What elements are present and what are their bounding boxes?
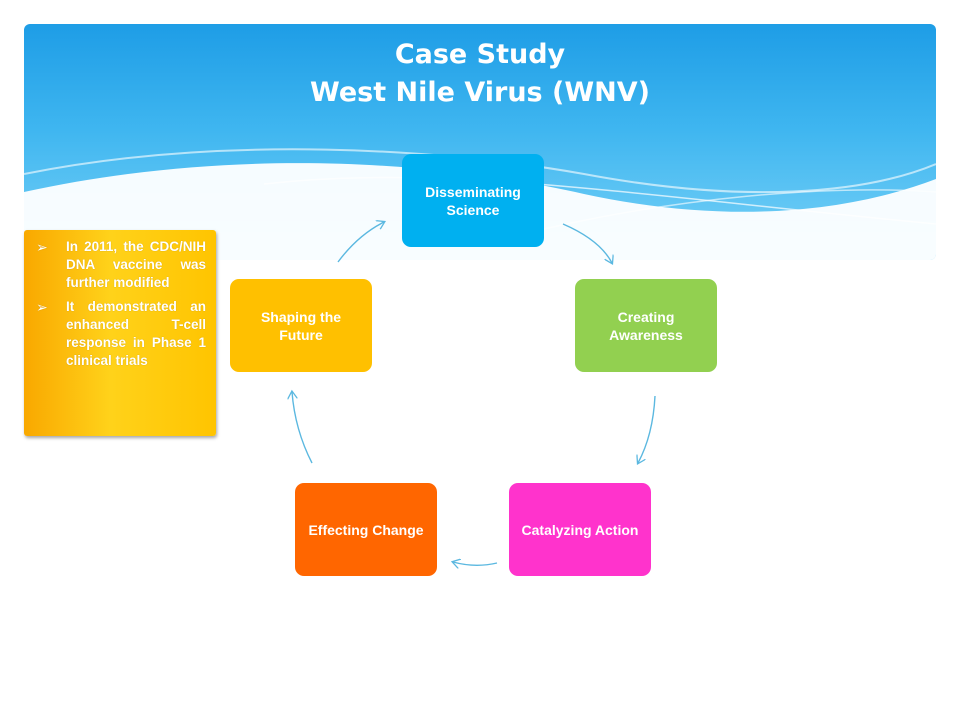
arrow-change-to-future [292,392,313,464]
node-catalyzing-action: Catalyzing Action [509,483,651,576]
vaccine-callout-box: ➢ In 2011, the CDC/NIH DNA vaccine was f… [24,230,216,436]
node-creating-awareness: Creating Awareness [575,279,717,372]
node-label: Disseminating Science [425,183,521,218]
node-shaping-the-future: Shaping the Future [230,279,372,372]
list-item: ➢ In 2011, the CDC/NIH DNA vaccine was f… [36,238,206,292]
arrow-action-to-change [453,562,498,565]
node-effecting-change: Effecting Change [295,483,437,576]
callout-bullet-text: In 2011, the CDC/NIH DNA vaccine was fur… [66,239,206,290]
page-title-line1: Case Study [394,39,566,70]
arrow-future-to-science [337,222,384,263]
node-label: Catalyzing Action [521,521,639,538]
page-title: Case Study West Nile Virus (WNV) [0,36,960,112]
arrow-science-to-awareness [562,223,612,263]
page-title-line2: West Nile Virus (WNV) [310,77,650,108]
arrowhead-bullet-icon: ➢ [36,239,48,255]
arrowhead-bullet-icon: ➢ [36,299,48,315]
node-disseminating-science: Disseminating Science [402,154,544,247]
node-label: Shaping the Future [260,308,342,343]
node-label: Effecting Change [308,521,424,538]
callout-bullet-text: It demonstrated an enhanced T-cell respo… [66,299,206,368]
callout-bullet-list: ➢ In 2011, the CDC/NIH DNA vaccine was f… [36,238,206,370]
arrow-awareness-to-action [638,395,656,463]
list-item: ➢ It demonstrated an enhanced T-cell res… [36,298,206,370]
node-label: Creating Awareness [609,308,683,343]
